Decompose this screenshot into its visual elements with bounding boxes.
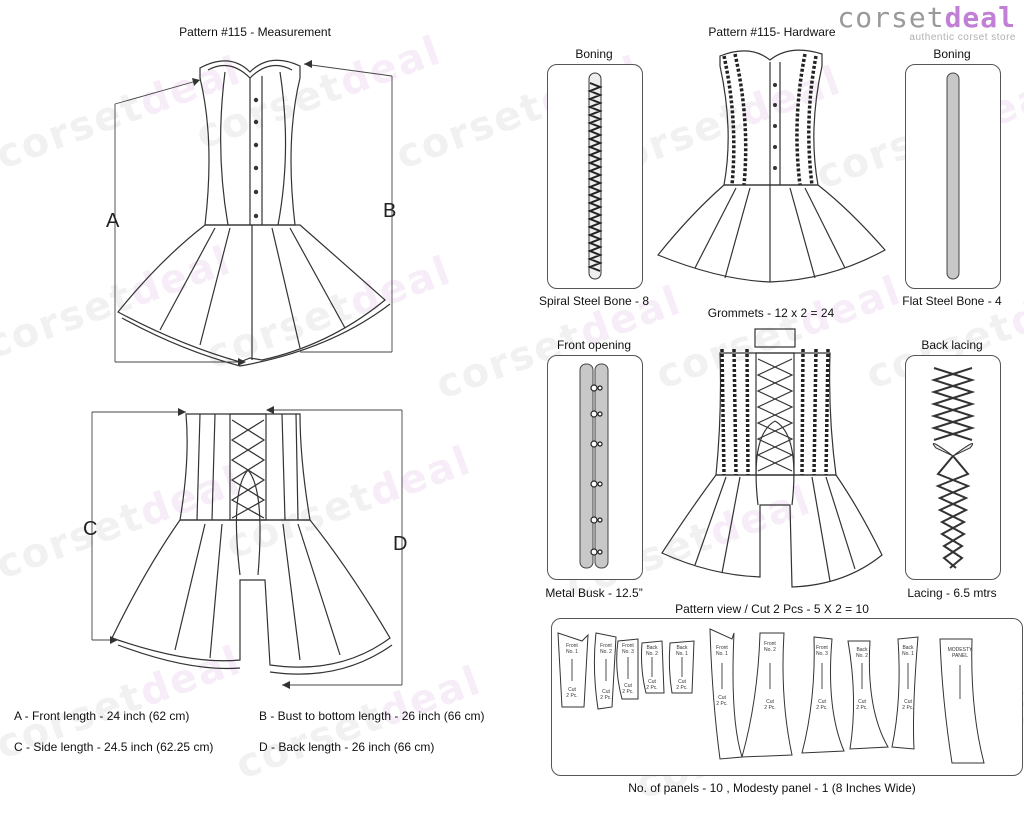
brand-tagline: authentic corset store — [909, 32, 1016, 43]
legend-c: C - Side length - 24.5 inch (62.25 cm) — [14, 740, 214, 754]
flat-bone-icon — [946, 72, 960, 280]
hardware-back-drawing — [661, 328, 883, 588]
spiral-bone-icon — [587, 72, 603, 280]
pattern-view-title: Pattern view / Cut 2 Pcs - 5 X 2 = 10 — [675, 602, 869, 616]
dimension-label-b: B — [383, 200, 397, 222]
brand-name: corsetdeal — [837, 1, 1016, 34]
front-measurement-drawing — [91, 59, 403, 689]
back-lacing-title: Back lacing — [921, 338, 983, 352]
dimension-label-d: D — [393, 533, 408, 555]
hardware-front-drawing — [657, 49, 886, 283]
measurement-title: Pattern #115 - Measurement — [179, 25, 331, 39]
dimension-label-a: A — [106, 210, 120, 232]
legend-b: B - Bust to bottom length - 26 inch (66 … — [259, 709, 485, 723]
metal-busk-icon — [579, 363, 609, 569]
hardware-title: Pattern #115- Hardware — [708, 25, 836, 39]
back-lacing-icon — [930, 367, 976, 569]
front-opening-title: Front opening — [556, 338, 632, 352]
legend-d: D - Back length - 26 inch (66 cm) — [259, 740, 435, 754]
spiral-bone-caption: Spiral Steel Bone - 8 — [538, 294, 650, 308]
lacing-card — [905, 355, 1001, 580]
flat-bone-caption: Flat Steel Bone - 4 — [902, 294, 1002, 308]
grommets-caption: Grommets - 12 x 2 = 24 — [707, 306, 835, 320]
boning-left-title: Boning — [575, 47, 613, 61]
dimension-label-c: C — [83, 518, 98, 540]
boning-right-title: Boning — [933, 47, 971, 61]
lacing-caption: Lacing - 6.5 mtrs — [907, 586, 997, 600]
legend-a: A - Front length - 24 inch (62 cm) — [14, 709, 190, 723]
spiral-bone-card — [547, 64, 643, 289]
flat-bone-card — [905, 64, 1001, 289]
brand-logo: corsetdeal authentic corset store — [837, 1, 1016, 44]
busk-caption: Metal Busk - 12.5” — [545, 586, 643, 600]
busk-card — [547, 355, 643, 580]
pattern-view-footer: No. of panels - 10 , Modesty panel - 1 (… — [628, 781, 916, 795]
